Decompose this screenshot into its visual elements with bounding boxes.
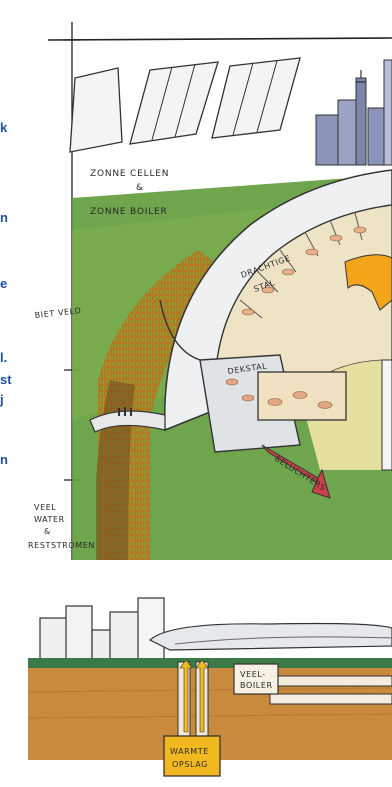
label-zonneboiler: ZONNE BOILER xyxy=(90,207,168,217)
solar-panels xyxy=(70,58,300,152)
warmte-opslag-box xyxy=(164,736,220,776)
silo xyxy=(382,360,392,470)
underground-horizontal-pipe xyxy=(270,694,392,704)
label-veel-water-2: WATER xyxy=(34,515,65,524)
label-warmte-opslag-1: WARMTE xyxy=(170,747,209,756)
label-ampersand: & xyxy=(136,183,144,193)
solar-panel xyxy=(212,58,300,138)
label-zonnecellen: ZONNE CELLEN xyxy=(90,169,169,179)
label-warmte-opslag-2: OPSLAG xyxy=(172,760,208,769)
label-veel-water-1: VEEL xyxy=(34,503,56,512)
bottom-cross-section: VEEL- BOILER WARMTE OPSLAG xyxy=(28,598,392,776)
dimension-line-horizontal xyxy=(48,38,392,40)
label-reststromen: RESTSTROMEN xyxy=(28,541,95,550)
label-ampersand: & xyxy=(44,527,51,536)
solar-panel xyxy=(70,68,122,152)
solar-panel xyxy=(130,62,218,144)
label-veel-boiler-2: BOILER xyxy=(240,681,273,690)
label-veel-boiler-1: VEEL- xyxy=(240,670,266,679)
underground-horizontal-pipe xyxy=(270,676,392,686)
city-skyline xyxy=(316,60,392,165)
top-sketch: ZONNE CELLEN & ZONNE BOILER DRACHTIGE ST… xyxy=(28,22,392,560)
